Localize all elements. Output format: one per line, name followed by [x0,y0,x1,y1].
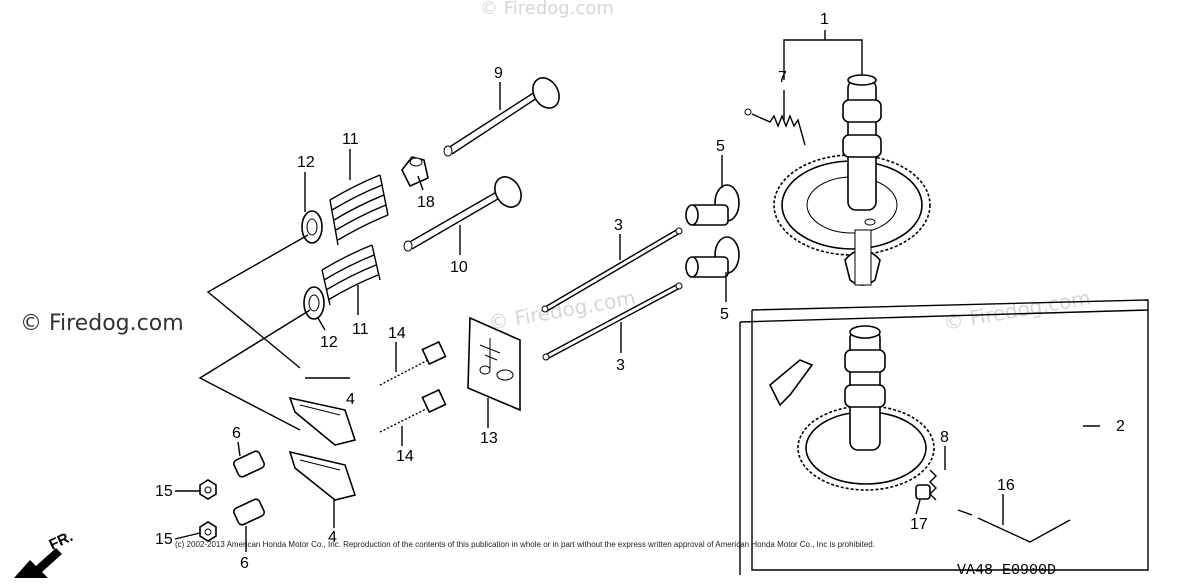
leader-lines-left [198,234,350,431]
part-number-3-lower: 3 [616,357,625,374]
watermark-top: © Firedog.com [480,0,614,19]
part-number-15-lower: 15 [155,531,173,548]
pivot-part-6-lower[interactable] [233,498,266,526]
part-number-8: 8 [940,429,949,446]
spring-retainer-part-12-upper[interactable] [301,210,323,244]
part-number-12-upper: 12 [297,154,315,171]
part-number-17: 17 [910,516,928,533]
front-arrow-icon [14,548,62,578]
copyright-notice: (c) 2002-2013 American Honda Motor Co., … [175,540,875,549]
part-number-4-lower: 4 [328,529,337,546]
part-number-12-lower: 12 [320,334,338,351]
part-number-11-upper: 11 [342,131,359,148]
valve-part-10[interactable] [403,172,526,252]
watermark-left: © Firedog.com [20,311,184,336]
camshaft-assembly-part-1[interactable] [773,30,931,286]
valve-spring-part-11-lower[interactable] [321,244,381,306]
watermark-right: © Firedog.com [942,285,1093,334]
pivot-bolt-part-14-upper[interactable] [379,340,447,386]
part-number-2: 2 [1116,418,1125,435]
valve-part-9[interactable] [443,73,564,157]
nut-part-15-upper[interactable] [199,479,217,500]
part-number-4-upper: 4 [346,391,355,408]
part-number-6-lower: 6 [240,555,249,572]
part-number-13: 13 [480,430,498,447]
watermark-center: © Firedog.com [487,285,638,334]
part-number-14-upper: 14 [388,325,406,342]
pivot-bolt-part-14-lower[interactable] [379,388,447,433]
part-number-18: 18 [417,194,435,211]
label-leaders [174,82,1004,552]
part-number-16: 16 [997,477,1015,494]
front-label: FR. [47,528,76,554]
valve-spring-part-11-upper[interactable] [329,174,389,246]
rocker-arm-part-4-upper[interactable] [288,396,357,446]
tappet-part-5-upper[interactable] [685,184,740,226]
camshaft-assembly-inset-part-2[interactable] [739,299,1149,575]
watermarks: © Firedog.com © Firedog.com © Firedog.co… [20,0,1092,336]
nut-part-15-lower[interactable] [199,521,217,542]
pushrod-part-3-lower[interactable] [542,282,683,361]
front-direction-marker: FR. [14,528,76,578]
rocker-arm-part-4-lower[interactable] [288,450,357,501]
part-number-labels: 1 2 3 3 4 4 5 5 6 6 7 8 9 10 11 11 12 12… [155,11,1125,572]
pushrod-part-3-upper[interactable] [541,227,683,313]
part-number-1: 1 [820,11,829,28]
spring-retainer-part-12-lower[interactable] [303,286,325,320]
part-number-5-lower: 5 [720,306,729,323]
tappet-part-5-lower[interactable] [685,236,740,278]
valve-seal-part-18[interactable] [401,156,429,188]
part-number-5-upper: 5 [716,138,725,155]
part-number-10: 10 [450,259,468,276]
part-number-11-lower: 11 [352,321,369,338]
part-number-7: 7 [778,69,787,86]
part-number-15-upper: 15 [155,483,173,500]
pivot-part-6-upper[interactable] [233,450,266,478]
pushrod-guide-plate-part-13[interactable] [467,316,521,412]
part-number-9: 9 [494,65,503,82]
diagram-code: VA48—E0900D [957,562,1056,579]
part-number-6-upper: 6 [232,425,241,442]
part-number-14-lower: 14 [396,448,414,465]
part-number-3-upper: 3 [614,217,623,234]
spring-part-7[interactable] [744,90,806,146]
